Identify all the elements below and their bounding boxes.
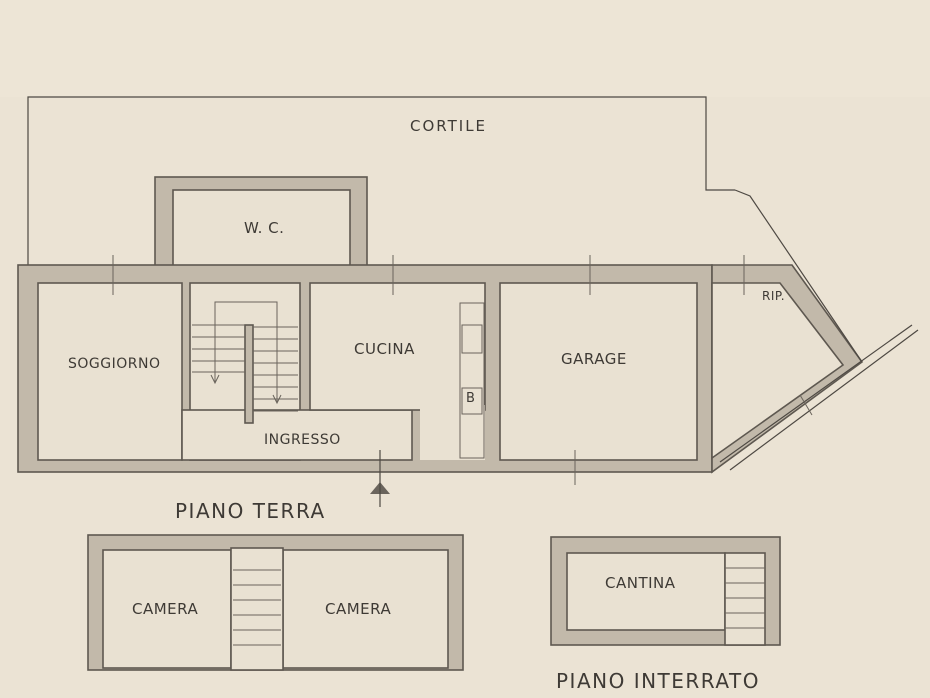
boiler-box <box>461 387 483 415</box>
garage-room <box>499 282 698 461</box>
soggiorno-room <box>37 282 183 461</box>
camera-left-label: CAMERA <box>132 600 199 618</box>
cantina-room <box>566 552 726 631</box>
boundary-wall <box>734 189 863 363</box>
wc-label: W. C. <box>244 219 285 237</box>
basement-stair <box>724 552 766 646</box>
stair-divider <box>244 324 254 424</box>
camera-right-label: CAMERA <box>325 600 392 618</box>
cucina-room <box>309 282 486 411</box>
piano-terra-title: PIANO TERRA <box>175 499 326 523</box>
stair-upper <box>230 547 284 671</box>
ingresso-label: INGRESSO <box>264 432 341 448</box>
stair-treads <box>192 301 298 412</box>
cucina-label: CUCINA <box>354 340 415 358</box>
stove-icon <box>461 324 483 354</box>
boiler-label: B <box>466 391 476 406</box>
soggiorno-label: SOGGIORNO <box>68 356 161 372</box>
cucina-lower <box>420 405 485 460</box>
ingresso-room <box>181 409 413 461</box>
ripostiglio-room <box>711 282 845 460</box>
piano-interrato-title: PIANO INTERRATO <box>556 669 760 693</box>
top-band <box>0 0 930 97</box>
cantina-label: CANTINA <box>605 574 676 592</box>
kitchen-counter <box>459 302 485 459</box>
ripostiglio-label: RIP. <box>762 289 786 303</box>
courtyard-label: CORTILE <box>410 117 488 135</box>
garage-label: GARAGE <box>561 350 627 368</box>
wc-room <box>172 189 351 271</box>
courtyard-boundary <box>27 96 735 268</box>
window-marks <box>112 255 813 485</box>
camera-right-room <box>282 549 449 669</box>
